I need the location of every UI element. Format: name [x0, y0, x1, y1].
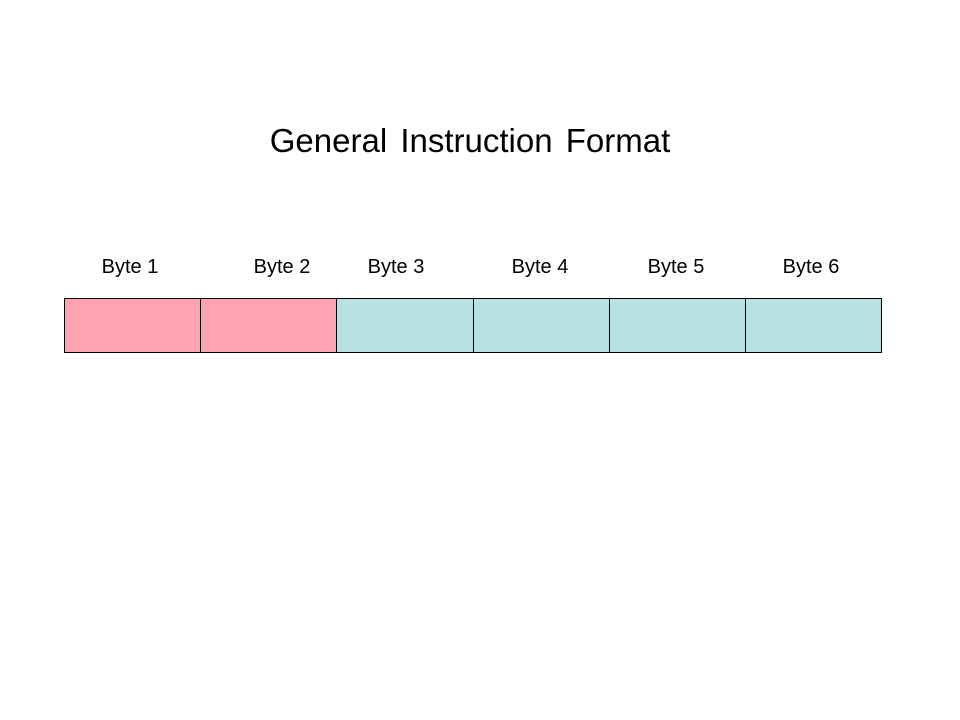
byte-label-1: Byte 1	[101, 256, 159, 278]
byte-cell-4	[473, 299, 610, 352]
byte-cell-5	[609, 299, 746, 352]
byte-cell-3	[337, 299, 474, 352]
byte-label-3: Byte 3	[367, 256, 425, 278]
byte-cell-2	[201, 299, 338, 352]
byte-label-4: Byte 4	[511, 256, 569, 278]
byte-cell-6	[745, 299, 883, 352]
byte-label-2: Byte 2	[253, 256, 311, 278]
byte-label-6: Byte 6	[782, 256, 840, 278]
byte-cell-1	[65, 299, 202, 352]
diagram-title: General Instruction Format	[269, 122, 671, 159]
byte-labels: Byte 1 Byte 2 Byte 3 Byte 4 Byte 5 Byte …	[0, 252, 960, 284]
instruction-format-bar	[64, 298, 883, 353]
byte-label-5: Byte 5	[647, 256, 705, 278]
